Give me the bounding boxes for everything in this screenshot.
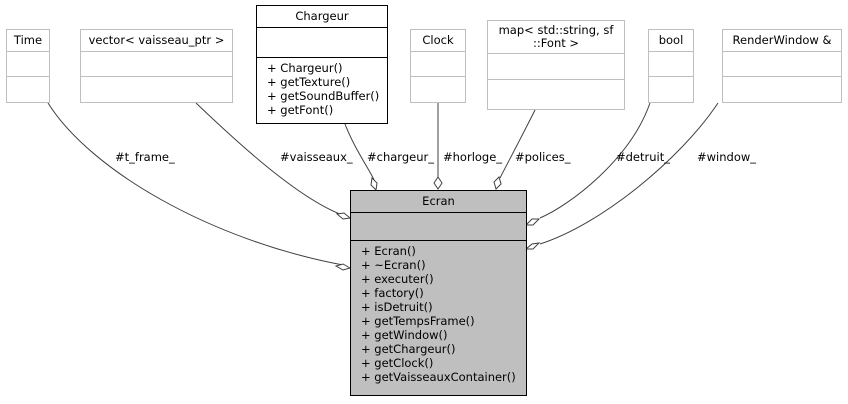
- attributes-section: [81, 52, 232, 77]
- detruit-diamond: [524, 218, 541, 226]
- method: + ~Ecran(): [361, 258, 426, 272]
- class-box-bool[interactable]: bool: [648, 29, 694, 103]
- class-box-chargeur[interactable]: Chargeur + Chargeur() + getTexture() + g…: [256, 5, 388, 124]
- method: + getTempsFrame(): [361, 314, 475, 328]
- window-diamond: [524, 242, 541, 250]
- method: + Ecran(): [361, 244, 416, 258]
- methods-section: + Ecran() + ~Ecran() + executer() + fact…: [351, 241, 526, 384]
- chargeur-diamond: [370, 176, 378, 192]
- frame-edge: [47, 102, 344, 266]
- polices-edge: [499, 109, 536, 179]
- method: + isDetruit(): [361, 300, 433, 314]
- attributes-section: [351, 213, 526, 241]
- method: + getFont(): [267, 103, 334, 117]
- attributes-section: [411, 52, 465, 77]
- chargeur-edge: [344, 123, 376, 183]
- attributes-section: [723, 52, 841, 77]
- attributes-section: [257, 28, 387, 58]
- method: + getTexture(): [267, 75, 351, 89]
- method: + factory(): [361, 286, 424, 300]
- method: + executer(): [361, 272, 434, 286]
- method: + getClock(): [361, 356, 434, 370]
- frame-diamond: [334, 263, 352, 271]
- methods-section: + Chargeur() + getTexture() + getSoundBu…: [257, 58, 387, 117]
- relation-label-chargeur: #chargeur_: [367, 150, 434, 164]
- window-edge: [539, 102, 719, 245]
- attributes-section: [488, 54, 624, 80]
- class-box-clock[interactable]: Clock: [410, 29, 466, 103]
- class-name-line: map< std::string, sf: [498, 23, 614, 37]
- attributes-section: [649, 52, 693, 77]
- class-name: Time: [7, 30, 49, 52]
- class-name: map< std::string, sf ::Font >: [488, 21, 624, 54]
- class-name: Chargeur: [257, 6, 387, 28]
- attributes-section: [7, 52, 49, 77]
- methods-section: [411, 77, 465, 101]
- class-name: RenderWindow &: [723, 30, 841, 52]
- relation-label-vaisseaux: #vaisseaux_: [280, 150, 353, 164]
- methods-section: [7, 77, 49, 101]
- class-name-line: ::Font >: [532, 36, 580, 50]
- method: + getSoundBuffer(): [267, 89, 380, 103]
- method: + getVaisseauxContainer(): [361, 370, 516, 384]
- class-box-map[interactable]: map< std::string, sf ::Font >: [487, 20, 625, 110]
- method: + getChargeur(): [361, 342, 456, 356]
- relation-label-frame: #t_frame_: [115, 150, 175, 164]
- methods-section: [649, 77, 693, 101]
- class-name: bool: [649, 30, 693, 52]
- relation-label-detruit: #detruit_: [616, 150, 670, 164]
- class-box-time[interactable]: Time: [6, 29, 50, 103]
- class-box-vector[interactable]: vector< vaisseau_ptr >: [80, 29, 233, 103]
- horloge-diamond: [433, 176, 443, 190]
- methods-section: [81, 77, 232, 101]
- class-name: Clock: [411, 30, 465, 52]
- method: + getWindow(): [361, 328, 448, 342]
- methods-section: [723, 77, 841, 101]
- class-box-ecran[interactable]: Ecran + Ecran() + ~Ecran() + executer() …: [350, 190, 527, 396]
- class-name: Ecran: [351, 191, 526, 213]
- relation-label-polices: #polices_: [515, 150, 571, 164]
- relation-label-horloge: #horloge_: [443, 150, 503, 164]
- polices-diamond: [493, 176, 502, 190]
- class-name: vector< vaisseau_ptr >: [81, 30, 232, 52]
- method: + Chargeur(): [267, 61, 343, 75]
- vaisseaux-diamond: [335, 212, 352, 220]
- vaisseaux-edge: [195, 102, 346, 217]
- class-box-renderwindow[interactable]: RenderWindow &: [722, 29, 842, 103]
- methods-section: [488, 80, 624, 106]
- relation-label-window: #window_: [697, 150, 757, 164]
- detruit-edge: [539, 102, 651, 219]
